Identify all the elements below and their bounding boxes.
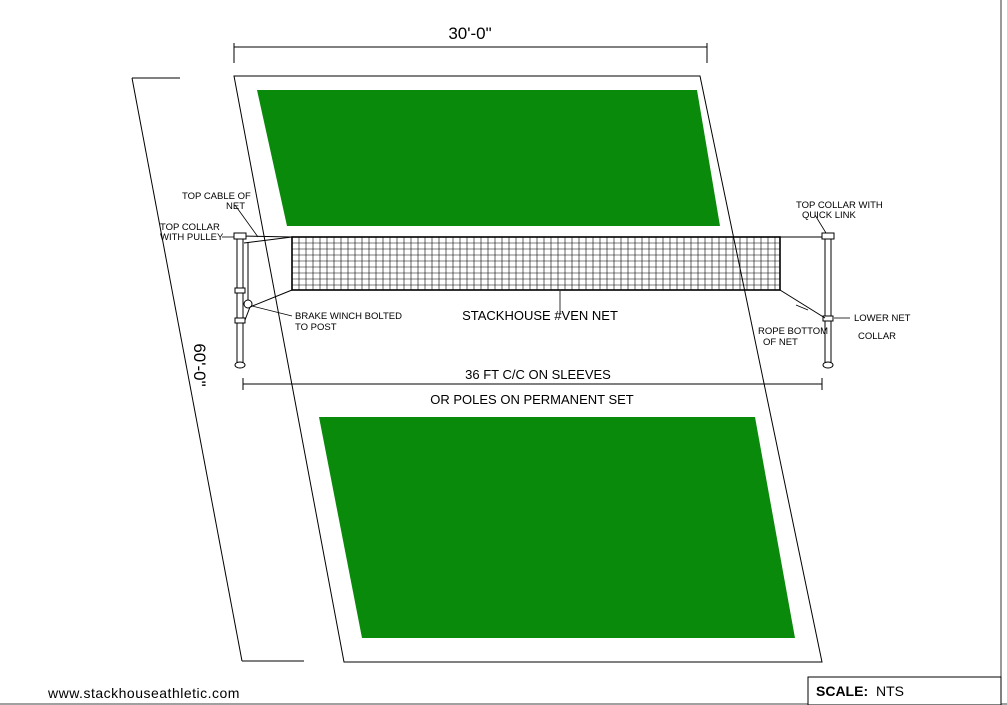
right-post [821,232,835,369]
net [291,236,781,291]
dimension-length: 60'-0" [131,77,304,662]
label-top-collar-pulley-1: TOP COLLAR [160,222,220,233]
label-lower-net-collar-1: LOWER NET [854,313,911,324]
dimension-width-label: 30'-0" [448,24,491,43]
net-mesh [292,237,780,290]
label-net-name: STACKHOUSE #VEN NET [462,308,618,323]
label-sleeves: 36 FT C/C ON SLEEVES [465,367,611,382]
label-brake-winch-2: TO POST [295,322,337,333]
scale-label: SCALE: [816,683,868,699]
dimension-width: 30'-0" [233,24,708,63]
label-lower-net-collar-2: COLLAR [858,331,896,342]
rope-bottom-left-2 [244,306,251,321]
rope-bottom-right [779,289,826,319]
top-cable-left [239,235,293,238]
leader-lines [222,204,850,319]
label-permanent: OR POLES ON PERMANENT SET [430,392,634,407]
label-brake-winch-1: BRAKE WINCH BOLTED [295,311,402,322]
left-post [233,232,293,369]
label-top-collar-pulley-2: WITH PULLEY [160,232,224,243]
label-rope-bottom-2: OF NET [763,337,798,348]
label-top-cable-1: TOP CABLE OF [182,191,251,202]
court-half-bottom [319,417,795,638]
label-top-cable-2: NET [226,201,245,212]
dimension-sleeves: 36 FT C/C ON SLEEVES OR POLES ON PERMANE… [242,367,823,407]
court-outline [233,75,823,663]
label-top-collar-quick-link-1: TOP COLLAR WITH [796,200,883,211]
label-top-collar-quick-link-2: QUICK LINK [802,210,857,221]
court-half-top [257,90,720,226]
scale-box: SCALE: NTS [807,676,1002,705]
dimension-length-label: 60'-0" [190,343,209,386]
footer-website: www.stackhouseathletic.com [47,685,240,701]
rope-bottom-left [249,289,293,308]
scale-value: NTS [876,683,904,699]
label-rope-bottom-1: ROPE BOTTOM [758,326,828,337]
